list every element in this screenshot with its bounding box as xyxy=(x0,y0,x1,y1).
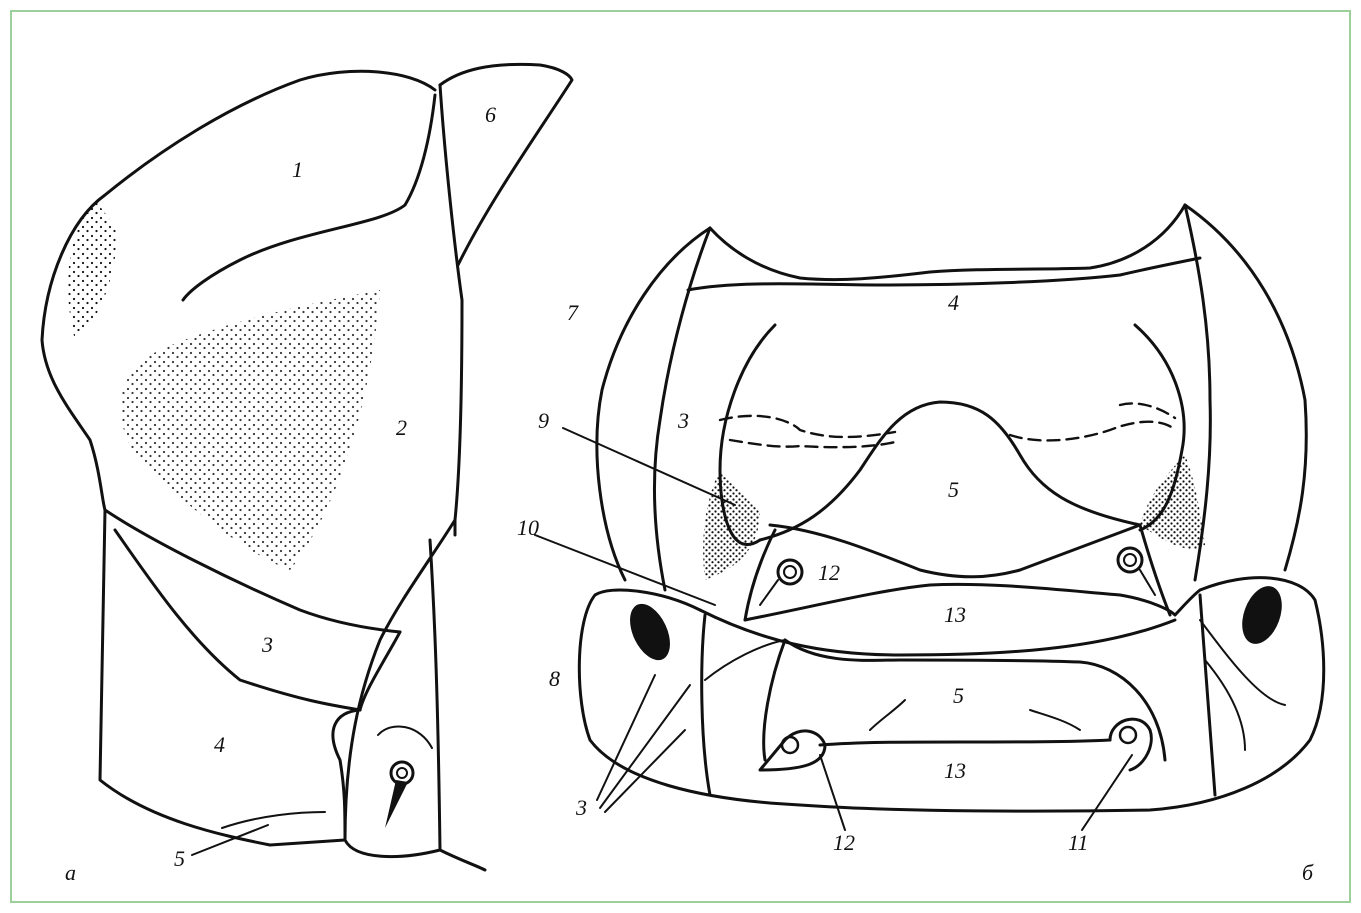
dashed-suture-left xyxy=(720,416,895,437)
piece-6-outline xyxy=(440,64,572,265)
leader-10 xyxy=(535,535,715,605)
label-b-4: 4 xyxy=(948,290,959,315)
panel-letter-b: б xyxy=(1302,860,1314,885)
spiracle-b-left xyxy=(778,560,802,584)
leader-12 xyxy=(820,755,845,830)
spiracle-a-spike xyxy=(385,780,408,828)
label-b-7: 7 xyxy=(567,300,579,325)
dashed-suture-left-2 xyxy=(730,440,895,447)
leader-3c xyxy=(605,730,685,812)
spiracle-b-right-inner xyxy=(1124,554,1136,566)
inner-stroke-right xyxy=(1030,710,1080,730)
label-a-5: 5 xyxy=(174,846,185,871)
segment-5-line xyxy=(222,812,325,828)
panel-b-drawing xyxy=(535,205,1324,830)
dashed-suture-right-2 xyxy=(1120,403,1175,418)
label-a-2: 2 xyxy=(396,415,407,440)
divider-left xyxy=(702,615,710,795)
label-b-5-lower: 5 xyxy=(953,683,964,708)
label-b-3: 3 xyxy=(677,408,689,433)
label-a-4: 4 xyxy=(214,732,225,757)
spiracle-c-left-inner xyxy=(782,737,798,753)
suture-1-2 xyxy=(183,95,435,300)
edge-sclerite-2 xyxy=(440,85,462,535)
segment-5-upper xyxy=(760,402,1140,540)
label-b-11: 11 xyxy=(1068,830,1088,855)
label-b-13-upper: 13 xyxy=(944,602,966,627)
stipple-area-1 xyxy=(68,200,118,340)
label-b-12-upper: 12 xyxy=(818,560,840,585)
label-b-10: 10 xyxy=(517,515,539,540)
label-b-13-lower: 13 xyxy=(944,758,966,783)
band-3-bottom xyxy=(115,530,360,710)
top-margin xyxy=(710,205,1185,280)
inner-stroke-left xyxy=(870,700,905,730)
spiracle-b-left-inner xyxy=(784,566,796,578)
label-a-1: 1 xyxy=(292,157,303,182)
spiracle-a-inner xyxy=(397,768,407,778)
divider-right xyxy=(1200,595,1215,795)
stipple-right xyxy=(1140,455,1205,549)
spiracle-b-right xyxy=(1118,548,1142,572)
label-a-6: 6 xyxy=(485,102,496,127)
segment-4-boundary xyxy=(688,258,1200,290)
label-a-3: 3 xyxy=(261,632,273,657)
label-b-8: 8 xyxy=(549,666,560,691)
stipple-area-2 xyxy=(121,290,380,570)
spiracle-a xyxy=(391,762,413,784)
stipple-left xyxy=(703,470,760,580)
spiracle-b-right-line xyxy=(1140,570,1155,595)
segment-13-upper-bottom xyxy=(700,610,1175,655)
appendix-inner xyxy=(430,540,440,850)
label-b-5-upper: 5 xyxy=(948,477,959,502)
spiracle-c-right-inner xyxy=(1120,727,1136,743)
panel-letter-a: a xyxy=(65,860,76,885)
label-b-9: 9 xyxy=(538,408,549,433)
label-b-3-lower: 3 xyxy=(575,795,587,820)
dashed-suture-right xyxy=(1010,422,1175,441)
panel-a-drawing xyxy=(42,64,572,870)
leader-11 xyxy=(1082,755,1132,830)
spiracle-arc xyxy=(378,726,432,748)
black-spot-left xyxy=(622,598,678,667)
leader-9 xyxy=(563,428,735,505)
spiracle-b-left-line xyxy=(760,580,778,605)
leader-3a xyxy=(597,675,655,800)
segment-13-lower xyxy=(820,740,1110,745)
label-b-12-lower: 12 xyxy=(833,830,855,855)
black-spot-right xyxy=(1235,581,1289,650)
leader-3b xyxy=(600,685,690,808)
